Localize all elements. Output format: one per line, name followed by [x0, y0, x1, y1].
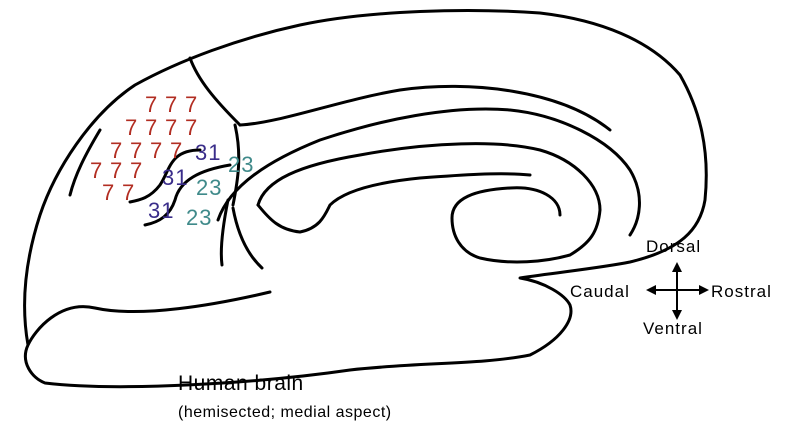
area-31-label: 31	[162, 165, 188, 190]
area-7-label: 7	[165, 115, 178, 140]
area-31-labels: 31 31 31	[148, 140, 221, 223]
area-7-label: 7	[145, 92, 158, 117]
area-23-label: 23	[196, 175, 222, 200]
arrow-down-icon	[672, 310, 682, 320]
area-23-label: 23	[186, 205, 212, 230]
area-23-label: 23	[228, 152, 254, 177]
area-boundary-23	[143, 163, 232, 227]
corpus-callosum	[256, 142, 602, 264]
compass-caudal: Caudal	[570, 282, 630, 301]
diagram-title: Human brain	[178, 372, 304, 395]
sulcus-d	[238, 84, 612, 132]
area-31-label: 31	[195, 140, 221, 165]
area-boundary-31	[128, 148, 202, 204]
arrow-right-icon	[699, 285, 709, 295]
area-23-labels: 23 23 23	[186, 152, 254, 230]
area-7-label: 7	[90, 158, 103, 183]
area-7-label: 7	[185, 92, 198, 117]
sulcus-c	[231, 123, 241, 207]
area-7-label: 7	[102, 180, 115, 205]
area-7-label: 7	[110, 138, 123, 163]
sulcus-a	[188, 56, 242, 127]
area-31-label: 31	[148, 198, 174, 223]
sulcus-b	[68, 128, 102, 197]
sulcus-f	[231, 206, 264, 270]
area-7-label: 7	[130, 138, 143, 163]
cingulate-sulcus	[216, 107, 641, 237]
area-7-label: 7	[165, 92, 178, 117]
area-7-label: 7	[170, 138, 183, 163]
orientation-compass: Dorsal Ventral Caudal Rostral	[570, 237, 772, 338]
area-7-labels: 7 7 7 7 7 7 7 7 7 7 7 7 7 7 7 7	[90, 92, 198, 205]
arrow-left-icon	[646, 285, 656, 295]
area-7-label: 7	[145, 115, 158, 140]
sulcus-e	[219, 198, 230, 267]
compass-ventral: Ventral	[643, 319, 703, 338]
area-7-label: 7	[185, 115, 198, 140]
callosum-inner	[256, 172, 532, 234]
arrow-up-icon	[672, 262, 682, 272]
brain-outline	[23, 9, 708, 389]
area-7-label: 7	[125, 115, 138, 140]
area-7-label: 7	[110, 158, 123, 183]
compass-rostral: Rostral	[711, 282, 772, 301]
diagram-subtitle: (hemisected; medial aspect)	[178, 404, 392, 421]
area-7-label: 7	[130, 158, 143, 183]
compass-dorsal: Dorsal	[646, 237, 701, 256]
area-7-label: 7	[122, 180, 135, 205]
area-7-label: 7	[150, 138, 163, 163]
